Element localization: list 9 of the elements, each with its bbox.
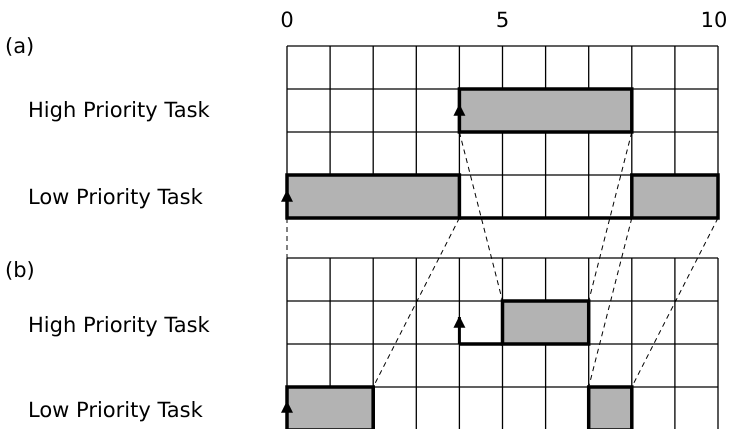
tick-label: 10 [700, 8, 728, 32]
row-label: Low Priority Task [28, 185, 203, 209]
panel-label: (b) [5, 258, 35, 282]
row-label: Low Priority Task [28, 398, 203, 422]
row-label: High Priority Task [28, 313, 210, 337]
row-label: High Priority Task [28, 98, 210, 122]
tick-label: 5 [496, 8, 510, 32]
tick-label: 0 [280, 8, 294, 32]
panel-label: (a) [5, 34, 34, 58]
